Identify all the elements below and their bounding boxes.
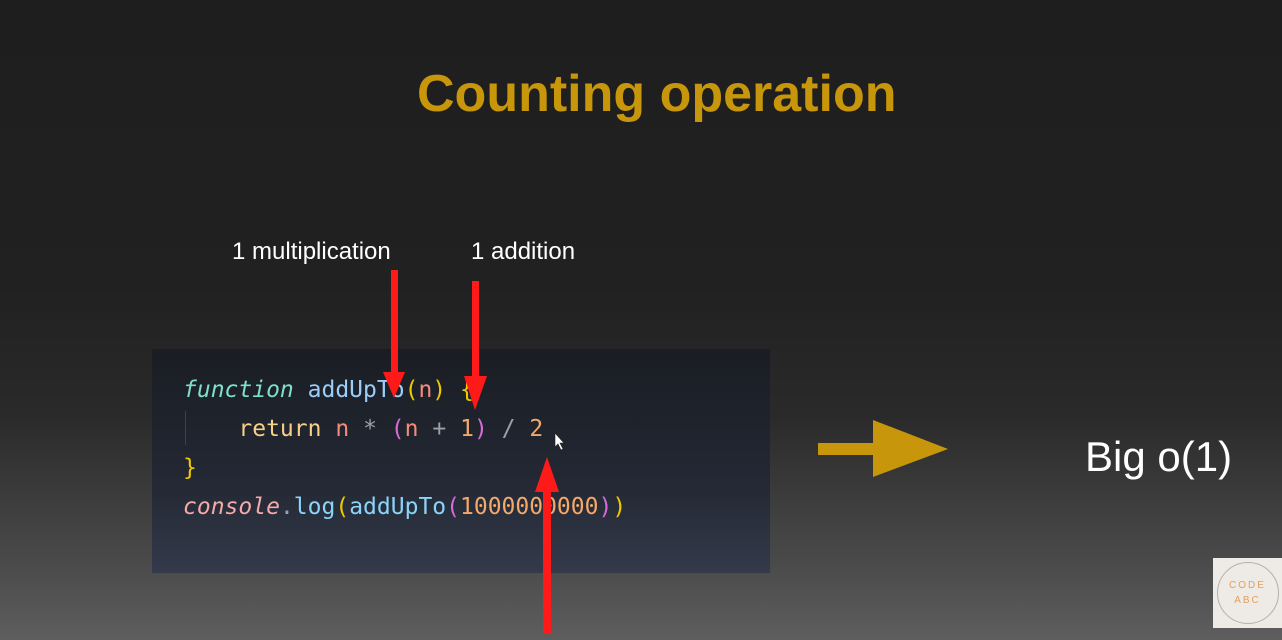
close-paren: ) — [598, 494, 613, 520]
op-divide: / — [501, 416, 516, 442]
arrow-up-icon — [535, 457, 559, 634]
console-object: console — [183, 494, 280, 520]
var-n: n — [335, 416, 350, 442]
arrow-down-icon — [383, 270, 405, 398]
slide-title: Counting operation — [417, 65, 897, 123]
logo-text-bottom: ABC — [1234, 595, 1261, 606]
keyword-return: return — [238, 416, 322, 442]
open-paren: ( — [390, 416, 405, 442]
param-n: n — [418, 377, 433, 403]
open-paren: ( — [404, 377, 419, 403]
multiplication-annotation: 1 multiplication — [232, 238, 391, 265]
code-line-4: console.log(addUpTo(1000000000)) — [183, 496, 626, 519]
number-one: 1 — [460, 416, 474, 442]
arrow-right-icon — [818, 420, 948, 477]
close-brace: } — [183, 455, 197, 481]
open-paren: ( — [335, 494, 350, 520]
op-plus: + — [432, 416, 447, 442]
arrow-down-icon — [464, 281, 487, 410]
number-two: 2 — [529, 416, 544, 442]
function-name: addUpTo — [307, 377, 405, 403]
log-method: log — [293, 494, 336, 520]
close-paren: ) — [612, 494, 627, 520]
addition-annotation: 1 addition — [471, 238, 576, 265]
dot: . — [279, 494, 294, 520]
indent-guide — [185, 411, 186, 445]
code-panel: function addUpTo(n) { return n * (n + 1)… — [152, 349, 770, 573]
op-multiply: * — [363, 416, 377, 442]
open-paren: ( — [446, 494, 460, 520]
channel-logo: CODE ABC — [1213, 558, 1282, 628]
mouse-cursor-icon — [554, 432, 565, 451]
argument-number: 1000000000 — [460, 494, 599, 520]
code-line-1: function addUpTo(n) { — [183, 379, 474, 402]
var-n: n — [404, 416, 419, 442]
close-paren: ) — [432, 377, 447, 403]
keyword-function: function — [183, 377, 294, 403]
result-label: Big o(1) — [1085, 433, 1233, 480]
function-call: addUpTo — [349, 494, 447, 520]
code-line-3: } — [183, 457, 197, 480]
close-paren: ) — [473, 416, 488, 442]
code-line-2: return n * (n + 1) / 2 — [183, 418, 543, 441]
logo-text-top: CODE — [1229, 580, 1266, 591]
logo-circle — [1217, 562, 1279, 624]
